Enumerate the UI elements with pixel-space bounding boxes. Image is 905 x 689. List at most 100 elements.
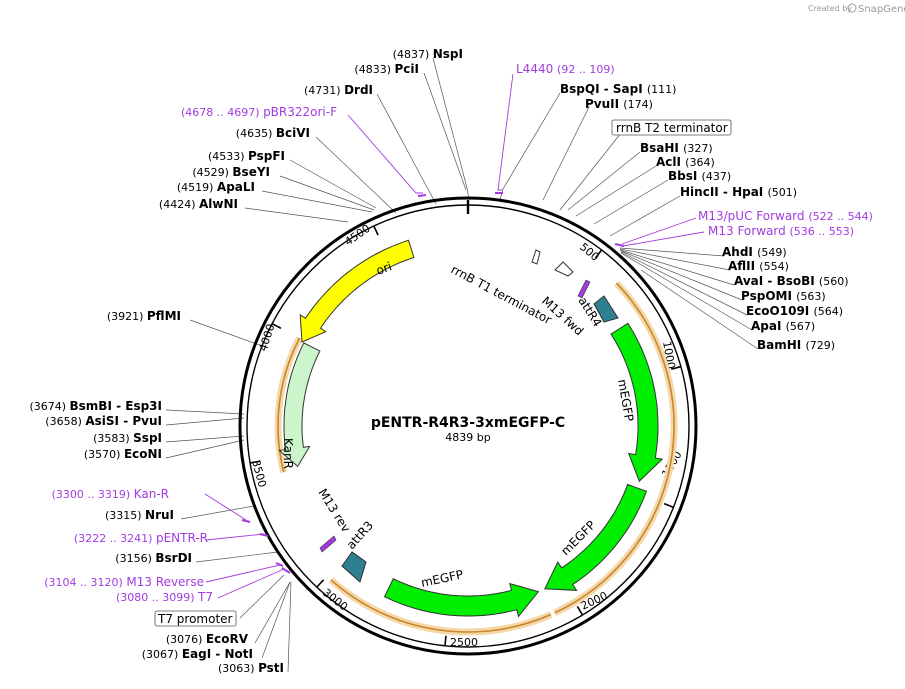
- tick-label: 4000: [256, 322, 277, 353]
- site-enzyme: NspI: [433, 47, 463, 61]
- restriction-site-label[interactable]: PspOMI (563): [741, 289, 826, 303]
- primer-label[interactable]: (3104 .. 3120) M13 Reverse: [44, 575, 204, 589]
- primer-range: (3104 .. 3120): [44, 576, 126, 589]
- site-enzyme: PspFI: [248, 149, 285, 163]
- primer-name: M13 Reverse: [126, 575, 204, 589]
- restriction-site-label[interactable]: AflII (554): [728, 259, 789, 273]
- restriction-site-label[interactable]: (3583) SspI: [93, 431, 162, 445]
- restriction-site-label[interactable]: BbsI (437): [668, 169, 731, 183]
- primer-name: M13/pUC Forward: [698, 209, 808, 223]
- attr4-arrow[interactable]: [593, 295, 619, 323]
- site-enzyme: BspQI - SapI: [560, 82, 647, 96]
- restriction-site-label[interactable]: (3921) PflMI: [107, 309, 181, 323]
- restriction-site-label[interactable]: PvuII (174): [585, 97, 653, 111]
- primer-label[interactable]: M13/pUC Forward (522 .. 544): [698, 209, 873, 223]
- feature-label: ori: [374, 259, 393, 277]
- primer-labels: L4440 (92 .. 109) (4678 .. 4697) pBR322or…: [44, 62, 873, 604]
- attr3-arrow[interactable]: [341, 551, 367, 583]
- site-enzyme: BsaHI: [640, 141, 683, 155]
- primer-name: T7: [197, 590, 213, 604]
- tick-label: 500: [577, 240, 601, 263]
- site-position: (563): [796, 290, 826, 303]
- restriction-site-label[interactable]: (3156) BsrDI: [115, 551, 192, 565]
- boxed-labels: rrnB T2 terminator T7 promoter: [154, 119, 732, 627]
- primer-name: pBR322ori-F: [263, 105, 337, 119]
- restriction-site-label[interactable]: (4533) PspFI: [208, 149, 285, 163]
- restriction-site-label[interactable]: (4731) DrdI: [304, 83, 373, 97]
- tick-label: 2500: [450, 636, 478, 649]
- snapgene-credit: Created by SnapGene: [808, 3, 905, 15]
- m13-rev-arrow[interactable]: [319, 535, 337, 553]
- restriction-site-label[interactable]: (3067) EagI - NotI: [142, 647, 253, 661]
- restriction-site-label[interactable]: (3063) PstI: [218, 661, 284, 675]
- site-position: (729): [805, 339, 835, 352]
- feature-label: M13 rev: [315, 486, 353, 535]
- site-position: (567): [786, 320, 816, 333]
- restriction-site-label[interactable]: BspQI - SapI (111): [560, 82, 676, 96]
- restriction-site-label[interactable]: EcoO109I (564): [746, 304, 843, 318]
- kanr-arrow[interactable]: [278, 342, 321, 468]
- ori-arrow[interactable]: [299, 239, 415, 343]
- site-enzyme: AhdI: [722, 245, 757, 259]
- scale-tick-mark: [444, 635, 447, 646]
- restriction-site-label[interactable]: (4833) PciI: [354, 62, 419, 76]
- restriction-site-label[interactable]: (4635) BciVI: [236, 126, 310, 140]
- primer-label[interactable]: (3080 .. 3099) T7: [116, 590, 213, 604]
- restriction-site-label[interactable]: (4424) AlwNI: [159, 197, 238, 211]
- primer-range: (92 .. 109): [557, 63, 615, 76]
- primer-name: Kan-R: [134, 487, 169, 501]
- plasmid-length: 4839 bp: [445, 431, 490, 444]
- megfp-3-arrow[interactable]: [383, 578, 540, 618]
- site-enzyme: BamHI: [757, 338, 805, 352]
- primer-label[interactable]: M13 Forward (536 .. 553): [708, 224, 854, 238]
- scale-tick-mark: [316, 579, 325, 588]
- megfp-1-arrow[interactable]: [610, 322, 664, 483]
- site-position: (4424): [159, 198, 199, 211]
- rrnb-t2-arrow[interactable]: [531, 249, 541, 265]
- site-position: (4533): [208, 150, 248, 163]
- restriction-site-label[interactable]: (4529) BseYI: [192, 165, 270, 179]
- site-position: (327): [683, 142, 713, 155]
- rrnb-t1-arrow[interactable]: [554, 261, 574, 277]
- restriction-site-label[interactable]: AhdI (549): [722, 245, 787, 259]
- site-position: (3076): [166, 633, 206, 646]
- site-labels-left: (4837) NspI(4833) PciI (4731) DrdI (4635) …: [29, 47, 463, 675]
- primer-label[interactable]: (3222 .. 3241) pENTR-R: [74, 531, 208, 545]
- site-position: (437): [702, 170, 732, 183]
- site-position: (564): [813, 305, 843, 318]
- site-position: (4635): [236, 127, 276, 140]
- site-enzyme: AsiSI - PvuI: [85, 414, 162, 428]
- restriction-site-label[interactable]: ApaI (567): [751, 319, 815, 333]
- site-enzyme: BsrDI: [155, 551, 192, 565]
- restriction-site-label[interactable]: AvaI - BsoBI (560): [734, 274, 849, 288]
- credit-brand: SnapGene: [858, 4, 905, 15]
- restriction-site-label[interactable]: (3570) EcoNI: [84, 447, 162, 461]
- site-position: (4731): [304, 84, 344, 97]
- primer-label[interactable]: (4678 .. 4697) pBR322ori-F: [181, 105, 337, 119]
- restriction-site-label[interactable]: (3076) EcoRV: [166, 632, 249, 646]
- restriction-site-label[interactable]: (4519) ApaLI: [177, 180, 255, 194]
- primer-range: (3222 .. 3241): [74, 532, 156, 545]
- restriction-site-label[interactable]: BamHI (729): [757, 338, 835, 352]
- site-position: (3921): [107, 310, 147, 323]
- restriction-site-label[interactable]: (4837) NspI: [393, 47, 463, 61]
- primer-label[interactable]: L4440 (92 .. 109): [516, 62, 615, 76]
- site-enzyme: AlwNI: [199, 197, 238, 211]
- restriction-site-label[interactable]: (3315) NruI: [105, 508, 174, 522]
- restriction-site-label[interactable]: AclI (364): [656, 155, 715, 169]
- primer-range: (536 .. 553): [790, 225, 855, 238]
- primer-label[interactable]: (3300 .. 3319) Kan-R: [52, 487, 169, 501]
- site-position: (4519): [177, 181, 217, 194]
- credit-prefix: Created by: [808, 4, 852, 13]
- restriction-site-label[interactable]: BsaHI (327): [640, 141, 713, 155]
- site-enzyme: BciVI: [276, 126, 310, 140]
- megfp-2-arrow[interactable]: [544, 483, 648, 591]
- restriction-site-label[interactable]: (3658) AsiSI - PvuI: [45, 414, 162, 428]
- m13-fwd-arrow[interactable]: [577, 279, 591, 299]
- primer-range: (522 .. 544): [808, 210, 873, 223]
- box: [154, 610, 237, 627]
- restriction-site-label[interactable]: HincII - HpaI (501): [680, 185, 797, 199]
- scale-tick-mark: [594, 249, 603, 259]
- restriction-site-label[interactable]: (3674) BsmBI - Esp3I: [29, 399, 162, 413]
